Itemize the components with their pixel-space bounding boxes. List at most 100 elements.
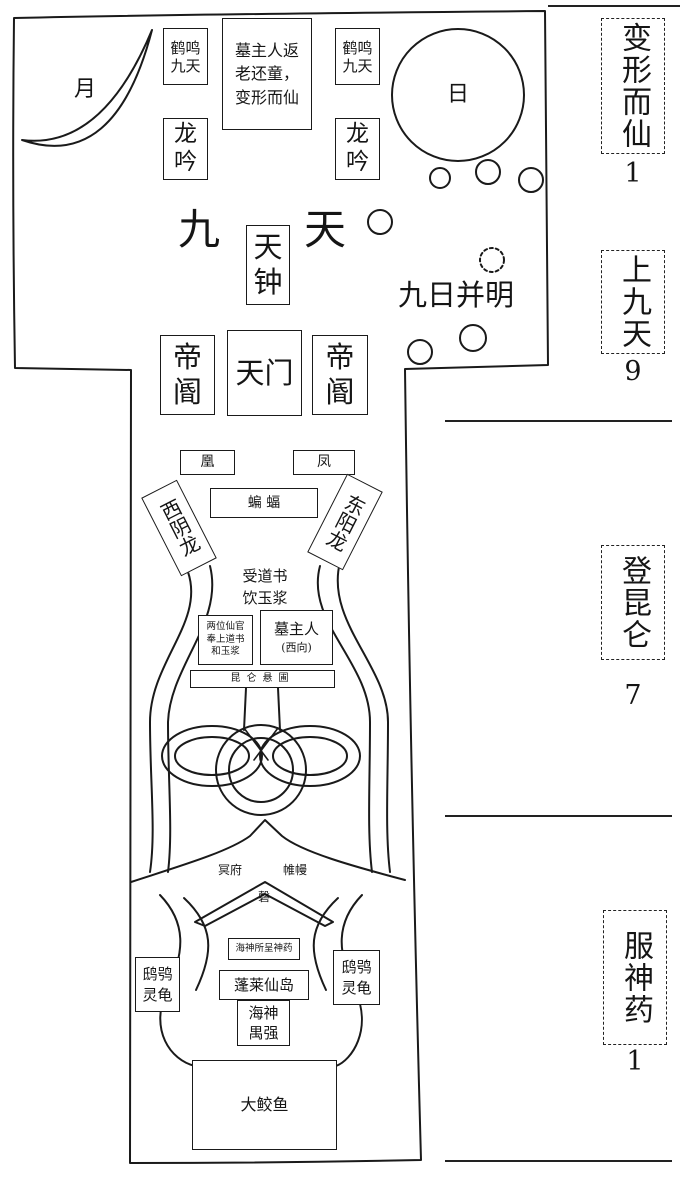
heaven-gate-label: 天门 xyxy=(235,355,294,390)
moon-label: 月 xyxy=(74,77,97,102)
bat-label: 蝙 蝠 xyxy=(247,494,281,511)
owner-transform-line: 变形而仙 xyxy=(234,87,299,107)
crane-line: 九天 xyxy=(342,56,373,75)
penglai-island-box: 蓬莱仙岛 xyxy=(219,970,309,1000)
owl-turtle-line: 灵龟 xyxy=(142,985,173,1004)
caption-line: 受道书 xyxy=(242,567,288,585)
stage-box-heaven: 上九天 xyxy=(601,250,665,354)
dragon-chant-char: 龙 xyxy=(174,121,197,148)
nine-heavens-char: 九 xyxy=(178,205,221,254)
owner-transform-line: 墓主人返 xyxy=(234,41,299,61)
stage-count: 9 xyxy=(624,356,642,387)
gatekeeper-char: 阍 xyxy=(172,375,202,409)
west-dragon-body-inner xyxy=(167,565,214,873)
stage-count: 7 xyxy=(624,680,642,711)
crane-line: 鹤鸣 xyxy=(170,38,201,57)
stage-label: 服神药 xyxy=(618,929,653,1026)
heaven-gate-box: 天门 xyxy=(227,330,302,416)
kunlun-label: 昆仑悬圃 xyxy=(230,673,295,684)
owl-turtle-line: 鸱鸮 xyxy=(142,965,173,984)
officials-line: 奉上道书 xyxy=(206,633,245,645)
underworld-mound xyxy=(130,819,406,883)
kunlun-column-left xyxy=(243,687,247,731)
stage-divider xyxy=(445,815,672,817)
tomb-owner-label: 墓主人 xyxy=(273,620,319,639)
owl-turtle-box-right: 鸱鸮 灵龟 xyxy=(333,950,380,1005)
big-fish-box: 大鲛鱼 xyxy=(192,1060,337,1150)
tomb-owner-direction: (西向) xyxy=(281,641,312,655)
curtain-label: 帷幔 xyxy=(283,863,308,877)
stage-label: 变形而仙 xyxy=(616,22,651,150)
sea-god-box: 海神 禺强 xyxy=(237,1000,290,1046)
receive-book-caption: 受道书 饮玉浆 xyxy=(230,566,300,610)
officials-box: 两位仙官 奉上道书 和玉浆 xyxy=(198,615,253,665)
moon-crescent xyxy=(21,29,153,147)
crane-line: 鹤鸣 xyxy=(342,38,373,57)
small-sun-dashed xyxy=(479,247,505,273)
knot-loop-left-inner xyxy=(174,736,250,776)
owl-turtle-line: 灵龟 xyxy=(341,978,372,997)
underworld-label: 冥府 xyxy=(218,863,243,877)
knot-loop-left xyxy=(161,725,263,787)
painting-outline xyxy=(12,10,549,1164)
gatekeeper-box-left: 帝 阍 xyxy=(160,335,215,415)
small-sun xyxy=(475,159,501,185)
knot-loop-right-inner xyxy=(272,736,348,776)
stage-label: 上九天 xyxy=(616,254,651,350)
west-dragon-body-outer xyxy=(149,571,193,873)
owl-turtle-box-left: 鸱鸮 灵龟 xyxy=(135,957,180,1012)
kunlun-platform-bar: 昆仑悬圃 xyxy=(190,670,335,688)
gatekeeper-char: 帝 xyxy=(172,340,202,375)
caption-line: 饮玉浆 xyxy=(242,588,288,607)
knot-loop-right xyxy=(259,725,361,787)
stage-count: 1 xyxy=(626,1046,644,1077)
kunlun-column-right xyxy=(277,687,281,731)
officials-line: 和玉浆 xyxy=(211,646,240,658)
bi-disc-tie xyxy=(243,727,279,761)
bat-box: 蝙 蝠 xyxy=(210,488,318,518)
crane-line: 九天 xyxy=(170,56,201,75)
phoenix-male-label: 凤 xyxy=(317,454,331,471)
east-dragon-body-outer xyxy=(336,561,391,873)
chime-label: 磬 xyxy=(258,890,271,904)
stage-divider xyxy=(445,420,672,422)
sun-disc xyxy=(391,28,525,162)
dragon-chant-box-right: 龙 吟 xyxy=(335,118,380,180)
sea-god-medicine-box: 海神所呈神药 xyxy=(228,938,300,960)
sun-label: 日 xyxy=(447,82,470,107)
stage-box-medicine: 服神药 xyxy=(603,910,667,1045)
stage-box-kunlun: 登昆仑 xyxy=(601,545,665,660)
gatekeeper-char: 阍 xyxy=(325,375,355,409)
gatekeeper-char: 帝 xyxy=(325,340,355,375)
crane-box-left: 鹤鸣 九天 xyxy=(163,28,208,85)
sea-god-line: 海神 xyxy=(248,1003,279,1022)
dragon-chant-char: 龙 xyxy=(346,121,369,148)
big-fish-label: 大鲛鱼 xyxy=(240,1095,289,1115)
owner-transform-box: 墓主人返 老还童， 变形而仙 xyxy=(222,18,312,130)
officials-line: 两位仙官 xyxy=(206,620,245,632)
east-dragon-tail-inner xyxy=(312,897,339,991)
phoenix-female-label: 凰 xyxy=(200,454,215,471)
sea-god-line: 禺强 xyxy=(248,1024,279,1042)
nine-suns-label: 九日并明 xyxy=(398,278,515,312)
dragon-chant-char: 吟 xyxy=(174,149,197,175)
penglai-label: 蓬莱仙岛 xyxy=(233,976,294,994)
stage-divider-top xyxy=(548,5,680,7)
small-sun xyxy=(518,167,544,193)
small-sun xyxy=(367,209,393,235)
heavenly-bell-char: 天 xyxy=(253,230,283,265)
sea-god-medicine-label: 海神所呈神药 xyxy=(235,943,293,955)
phoenix-male-box: 凤 xyxy=(293,450,355,475)
crane-box-right: 鹤鸣 九天 xyxy=(335,28,380,85)
gatekeeper-box-right: 帝 阍 xyxy=(312,335,368,415)
dragon-chant-char: 吟 xyxy=(346,149,369,175)
stage-divider-bottom xyxy=(445,1160,672,1162)
small-sun xyxy=(459,324,487,352)
small-sun xyxy=(407,339,433,365)
dragon-chant-box-left: 龙 吟 xyxy=(163,118,208,180)
tomb-owner-box: 墓主人 (西向) xyxy=(260,610,333,665)
heavenly-bell-box: 天 钟 xyxy=(246,225,290,305)
phoenix-female-box: 凰 xyxy=(180,450,235,475)
